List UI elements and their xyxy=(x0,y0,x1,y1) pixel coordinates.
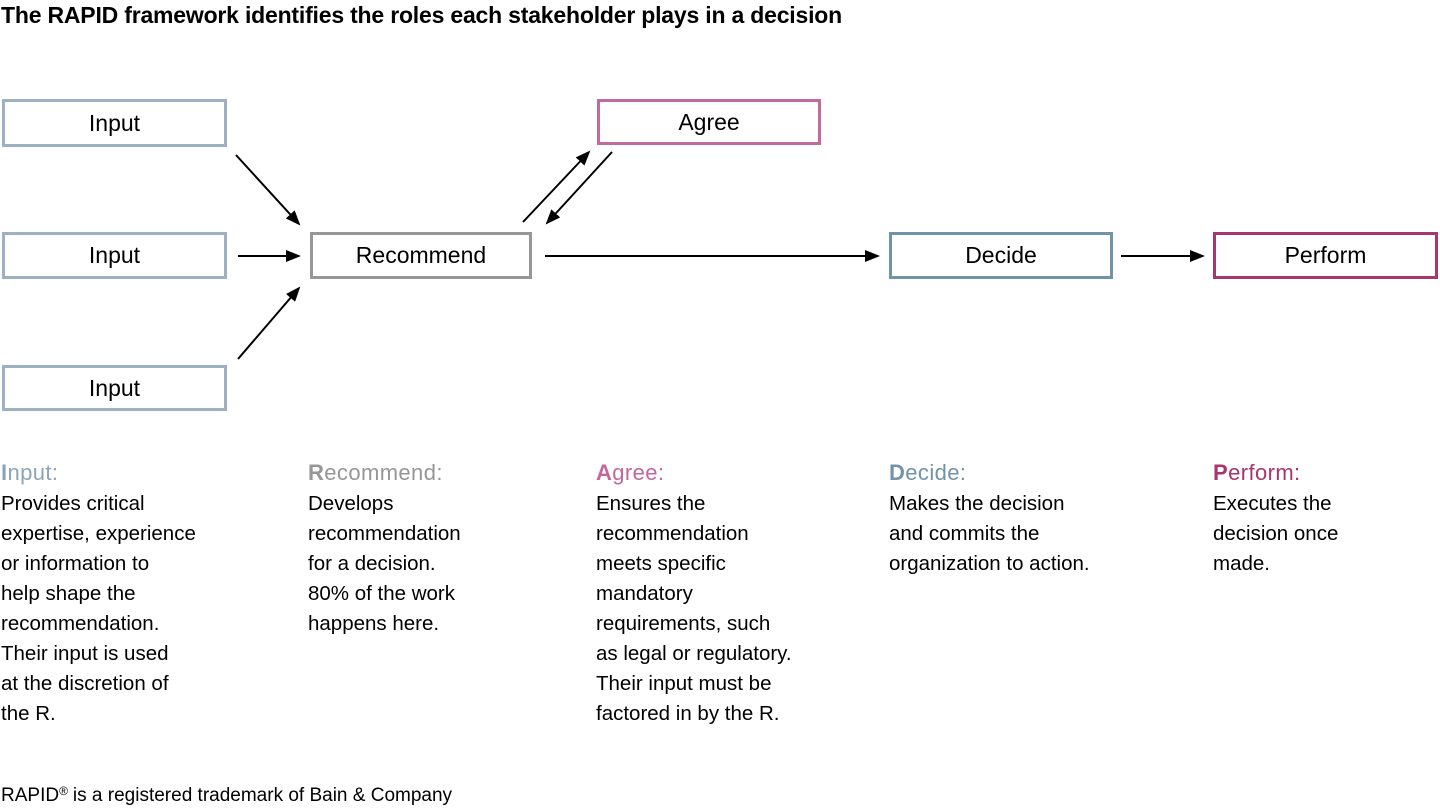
column-decide-heading-rest: ecide: xyxy=(905,460,967,485)
column-input-body: Provides critical expertise, experience … xyxy=(1,492,196,725)
input-box-2: Input xyxy=(2,232,227,279)
agree-box-label: Agree xyxy=(678,108,740,135)
arrow-input3-to-recommend xyxy=(237,286,301,360)
input-box-3: Input xyxy=(2,365,227,411)
input-box-1: Input xyxy=(2,99,227,147)
column-agree-heading-initial: A xyxy=(596,460,613,485)
column-recommend-heading-rest: ecommend: xyxy=(324,460,443,485)
column-recommend-heading: Recommend: xyxy=(308,458,568,488)
column-perform: Perform: Executes the decision once made… xyxy=(1213,458,1440,579)
arrow-agree-to-recommend xyxy=(545,151,613,225)
page-title: The RAPID framework identifies the roles… xyxy=(1,2,842,28)
column-input-heading: Input: xyxy=(1,458,271,488)
column-recommend-heading-initial: R xyxy=(308,460,325,485)
recommend-box: Recommend xyxy=(310,232,532,279)
column-decide: Decide: Makes the decision and commits t… xyxy=(889,458,1174,579)
column-input-heading-rest: nput: xyxy=(7,460,59,485)
registered-trademark-symbol: ® xyxy=(59,784,68,798)
column-perform-body: Executes the decision once made. xyxy=(1213,492,1339,575)
column-recommend: Recommend: Develops recommendation for a… xyxy=(308,458,568,639)
perform-box-label: Perform xyxy=(1284,242,1367,268)
recommend-box-label: Recommend xyxy=(355,242,487,268)
decide-box-label: Decide xyxy=(965,242,1037,268)
column-recommend-body: Develops recommendation for a decision. … xyxy=(308,492,461,635)
column-perform-heading-rest: erform: xyxy=(1228,460,1301,485)
input-box-2-label: Input xyxy=(88,242,141,268)
column-perform-heading: Perform: xyxy=(1213,458,1440,488)
decide-box: Decide xyxy=(889,232,1113,279)
column-perform-heading-initial: P xyxy=(1213,460,1229,485)
trademark-footnote-rest: is a registered trademark of Bain & Comp… xyxy=(72,785,453,806)
column-agree-heading: Agree: xyxy=(596,458,871,488)
perform-box: Perform xyxy=(1213,232,1438,279)
input-box-3-label: Input xyxy=(88,374,141,401)
column-agree-heading-rest: gree: xyxy=(612,460,665,485)
input-box-1-label: Input xyxy=(88,109,141,136)
trademark-footnote-prefix: RAPID xyxy=(1,785,60,806)
column-decide-body: Makes the decision and commits the organ… xyxy=(889,492,1090,575)
arrow-recommend-to-agree xyxy=(522,150,591,223)
column-agree: Agree: Ensures the recommendation meets … xyxy=(596,458,871,729)
column-decide-heading-initial: D xyxy=(889,460,906,485)
trademark-footnote: RAPID® is a registered trademark of Bain … xyxy=(1,784,453,807)
arrow-input1-to-recommend xyxy=(235,154,301,226)
column-input: Input: Provides critical expertise, expe… xyxy=(1,458,271,729)
agree-box: Agree xyxy=(597,99,821,145)
column-agree-body: Ensures the recommendation meets specifi… xyxy=(596,492,792,725)
column-decide-heading: Decide: xyxy=(889,458,1174,488)
column-input-heading-initial: I xyxy=(1,460,8,485)
